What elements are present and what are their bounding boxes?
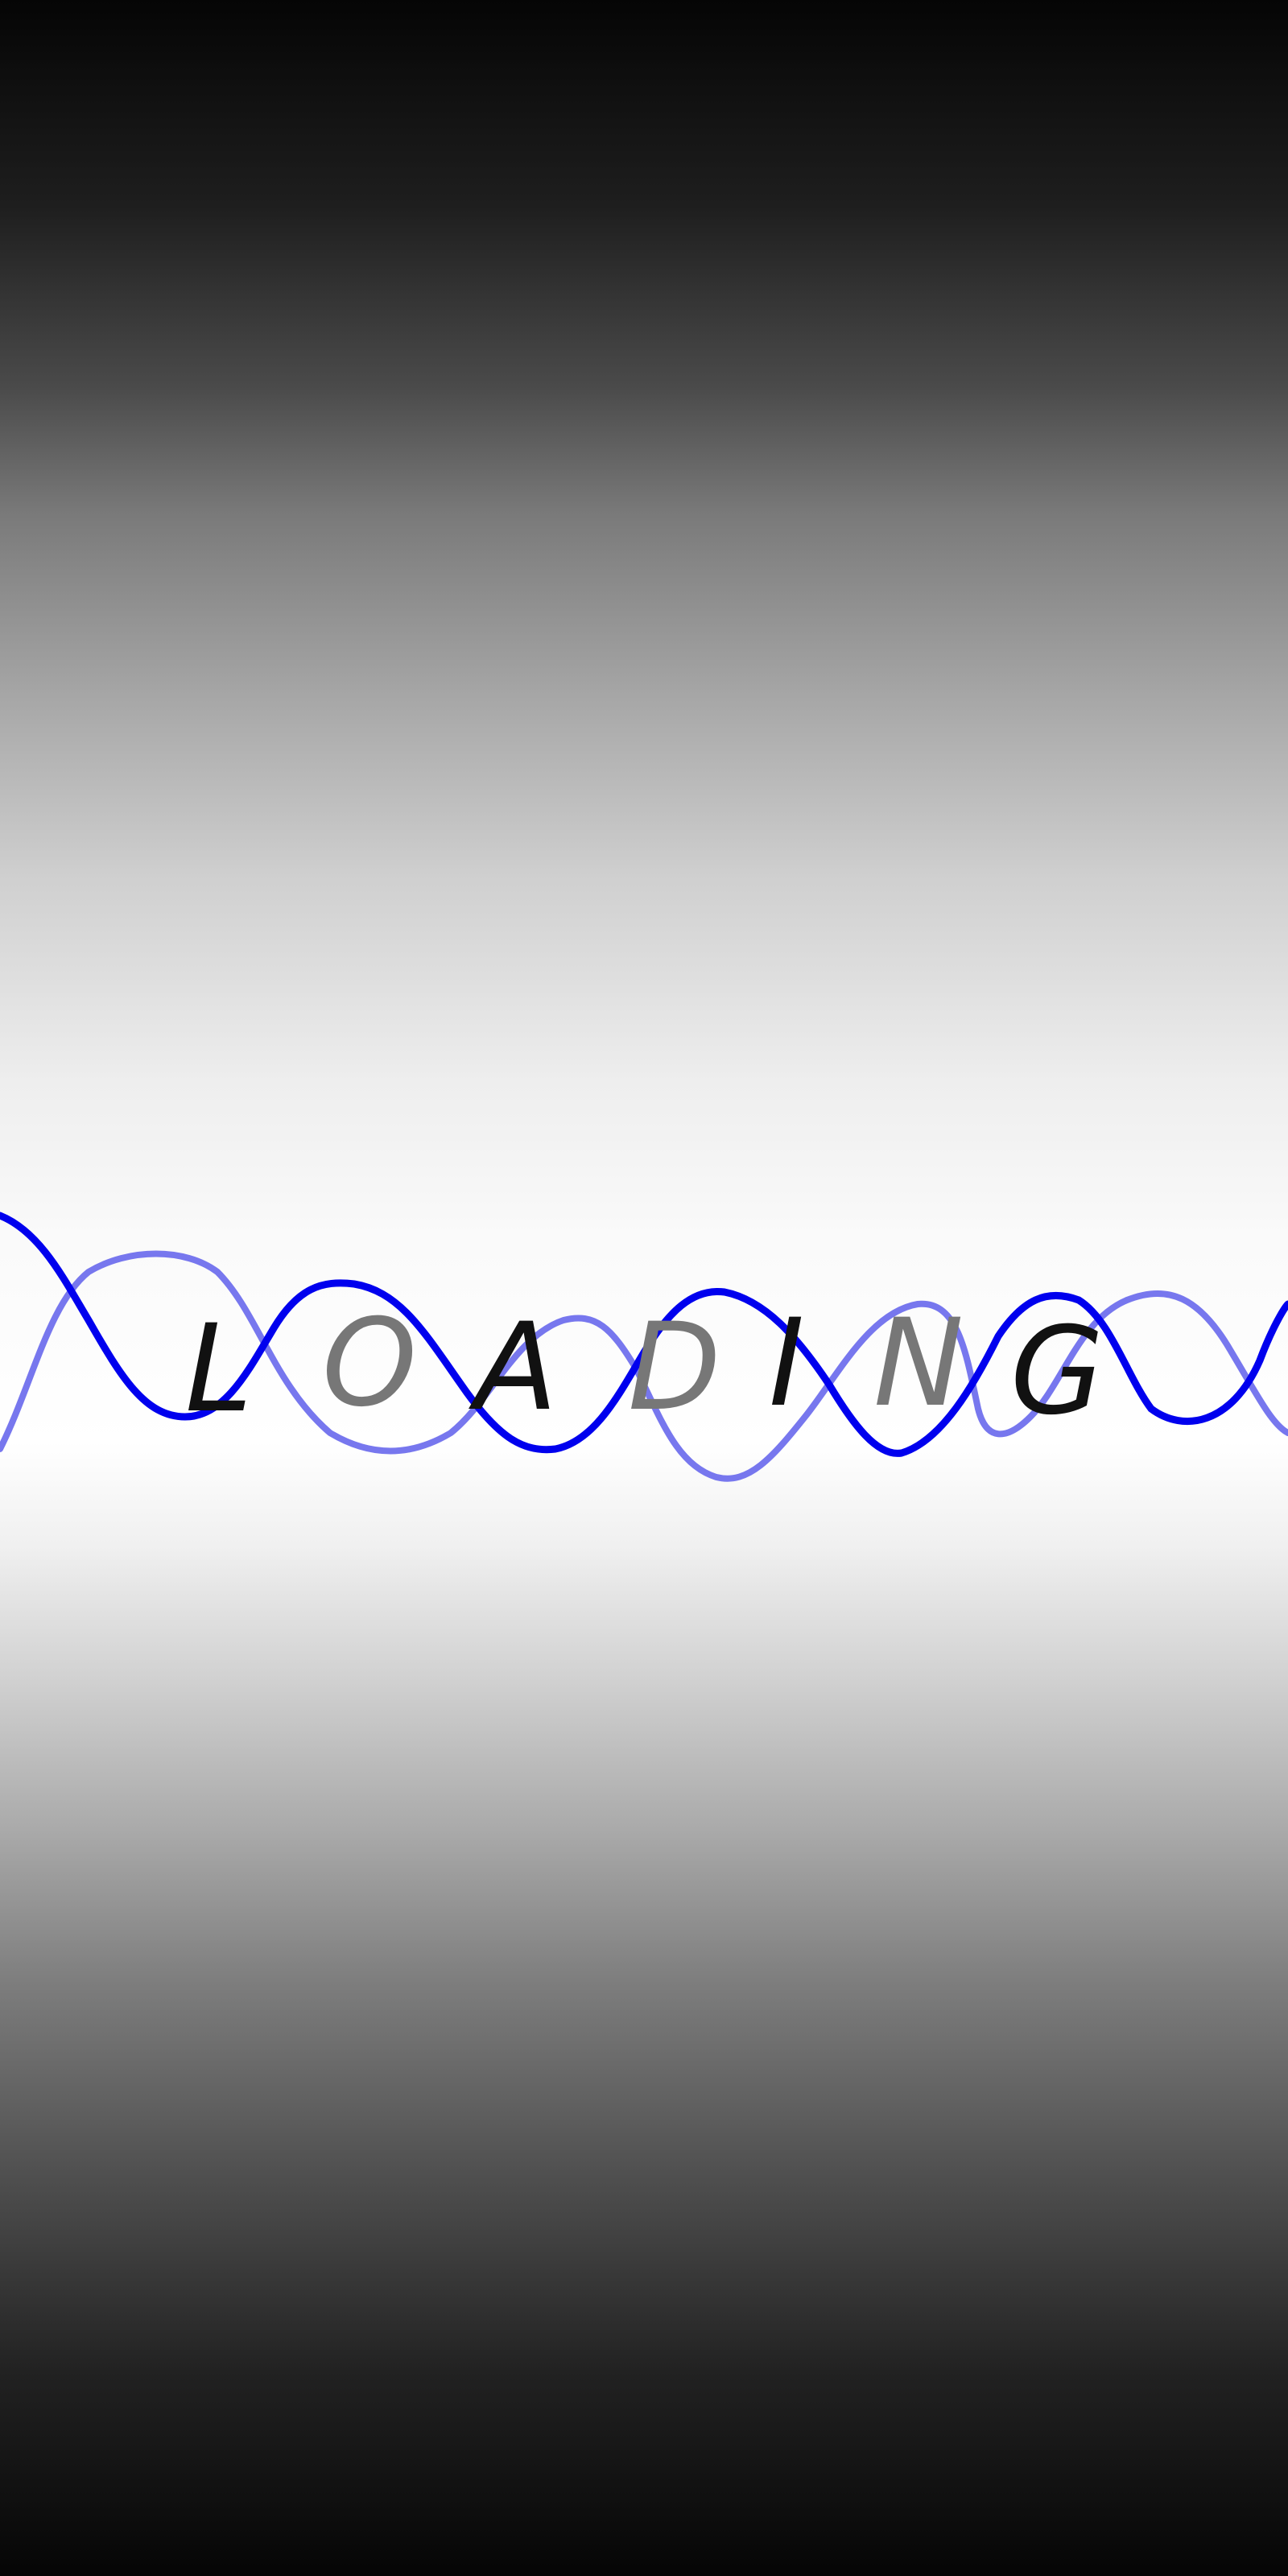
loading-letter-d: D [628, 1298, 721, 1438]
loading-letter-g: G [1010, 1302, 1104, 1442]
loading-letter-a: A [469, 1298, 558, 1438]
loading-letter-n: N [873, 1294, 964, 1434]
primary-wave [0, 1212, 1288, 1457]
secondary-wave [0, 1250, 1288, 1482]
loading-letter-o: O [322, 1294, 417, 1434]
loading-letter-l: L [185, 1299, 253, 1439]
loading-letter-i: I [769, 1294, 804, 1434]
